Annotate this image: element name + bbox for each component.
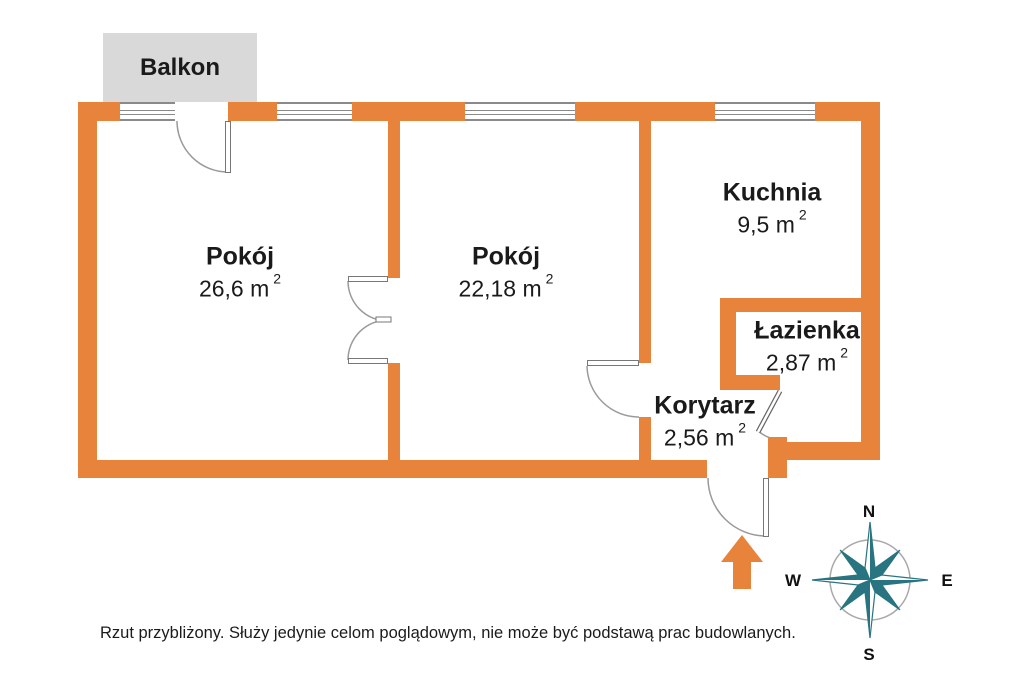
room-area-sup: 2 <box>273 270 282 287</box>
french-door-upper-leaf <box>348 276 388 282</box>
room-name: Kuchnia <box>722 178 822 207</box>
entrance-door-leaf <box>763 478 769 537</box>
french-door-meeting-stub <box>375 316 392 323</box>
entrance-arrow-icon <box>721 535 763 589</box>
wall-kitchen-divider <box>639 417 651 460</box>
room-area-sup: 2 <box>840 344 849 361</box>
compass-rose-icon: N E S W <box>785 502 953 664</box>
room-area-value: 22,18 m <box>458 275 542 302</box>
room-door-leaf <box>587 360 639 366</box>
wall-bathroom-left <box>720 298 736 390</box>
french-door-lower-leaf <box>348 358 388 364</box>
room-door-arc <box>586 365 640 418</box>
wall-left <box>78 102 97 478</box>
balcony-door-leaf <box>225 121 231 173</box>
wall-top-segment <box>228 102 277 121</box>
french-door-lower-arc <box>347 319 389 361</box>
wall-bathroom-bottom <box>768 442 880 460</box>
room-area-value: 2,87 m <box>765 349 837 376</box>
room-area-sup: 2 <box>545 270 554 287</box>
door-arcs <box>176 120 771 537</box>
wall-right <box>861 102 880 460</box>
room-name: Pokój <box>471 242 541 271</box>
window <box>120 102 175 121</box>
room-area-sup: 2 <box>738 419 747 436</box>
window <box>715 102 815 121</box>
room-area-value: 2,56 m <box>663 424 735 451</box>
room-area-value: 9,5 m <box>737 211 795 238</box>
wall-bottom <box>78 460 707 478</box>
window <box>465 102 575 121</box>
entrance-door-arc <box>707 477 767 537</box>
balcony-area: Balkon <box>103 33 257 102</box>
wall-room-divider <box>388 363 400 460</box>
wall-kitchen-divider <box>639 121 651 363</box>
french-door-upper-arc <box>347 280 389 322</box>
wall-top-segment <box>575 102 715 121</box>
wall-top-segment <box>352 102 465 121</box>
compass-west-label: W <box>785 571 802 590</box>
room-area-sup: 2 <box>798 206 807 223</box>
wall-room-divider <box>388 121 400 278</box>
room-name: Pokój <box>205 242 275 271</box>
wall-bathroom-stub <box>720 375 780 390</box>
window <box>277 102 352 121</box>
compass-east-label: E <box>941 571 952 590</box>
disclaimer-text: Rzut przybliżony. Służy jedynie celom po… <box>100 624 796 642</box>
wall-bathroom-top <box>720 298 861 312</box>
balcony-door-arc <box>176 120 229 173</box>
room-name: Korytarz <box>654 391 756 420</box>
compass-south-label: S <box>863 645 874 664</box>
bathroom-door-leaf <box>755 389 783 434</box>
room-area-value: 26,6 m <box>198 275 270 302</box>
room-name: Łazienka <box>754 316 860 345</box>
compass-north-label: N <box>863 502 875 521</box>
balcony-label: Balkon <box>139 53 220 81</box>
